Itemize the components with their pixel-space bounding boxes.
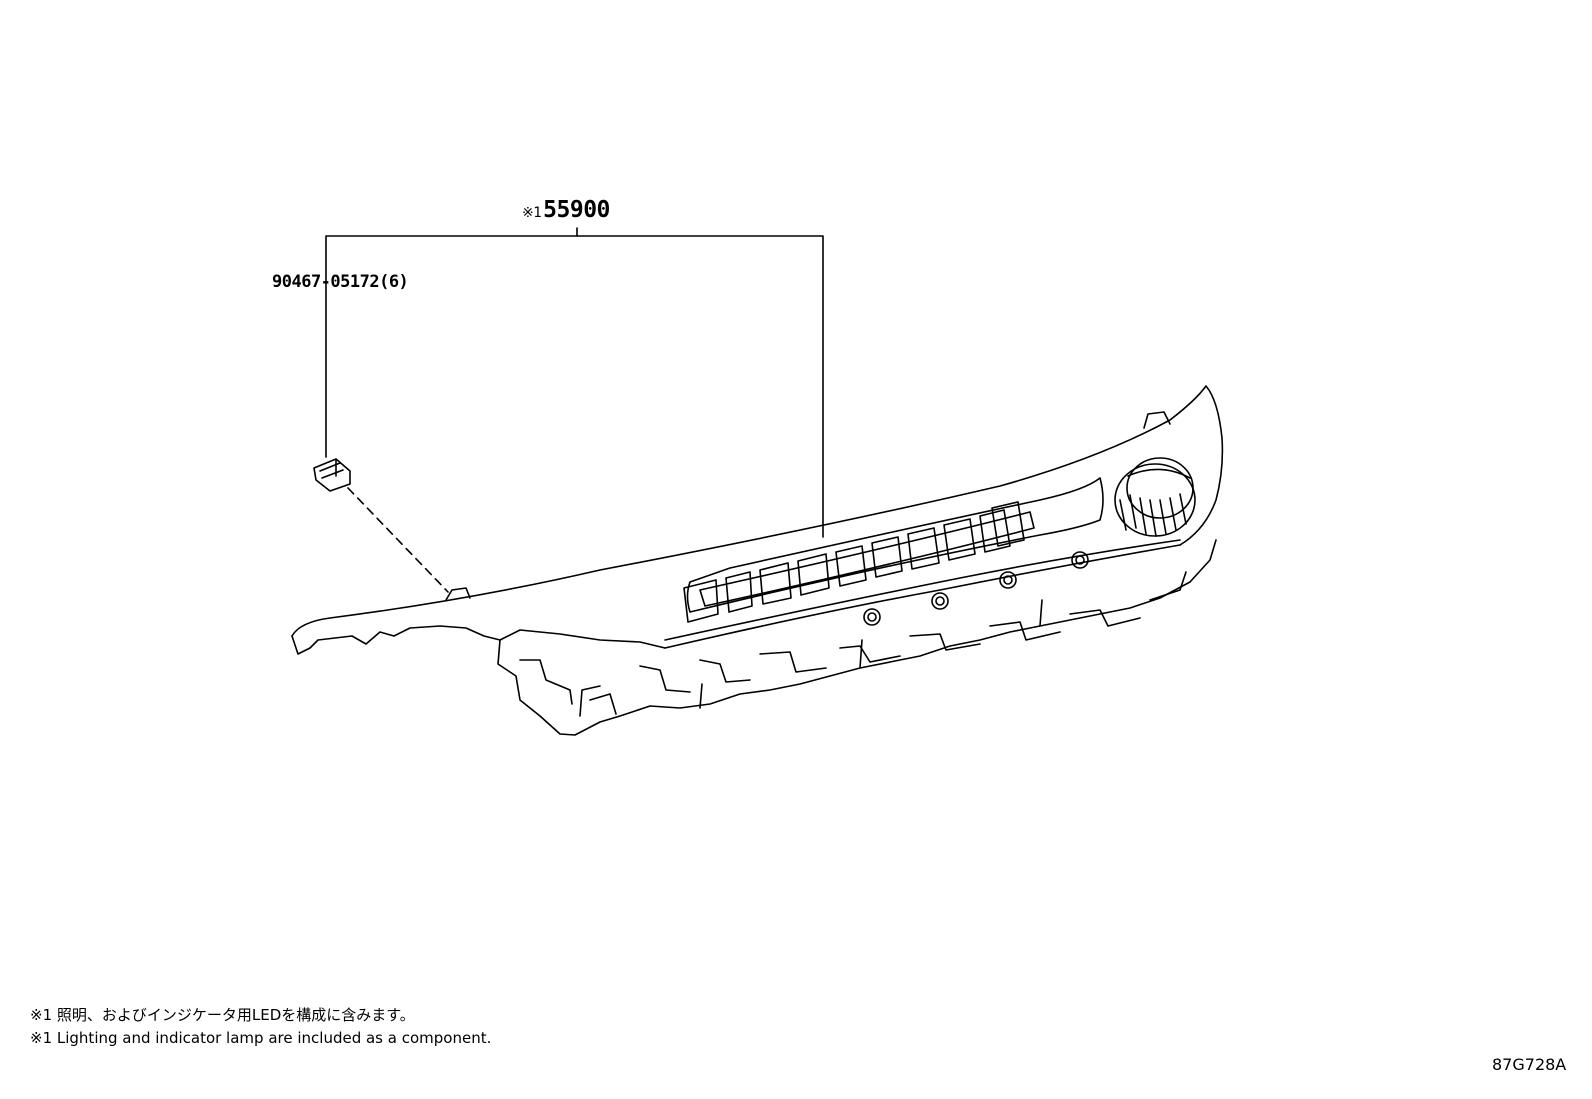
lower-bracket <box>497 539 1217 736</box>
footnote-japanese: ※1 照明、およびインジケータ用LEDを構成に含みます。 <box>30 1006 415 1024</box>
switch-panel-icon <box>291 385 1224 736</box>
switch-buttons <box>683 501 1025 623</box>
part-number-main-value: 55900 <box>543 197 610 223</box>
note-mark: ※1 <box>522 205 542 221</box>
indicator-holes <box>863 551 1089 626</box>
part-number-clip: 90467-05172(6) <box>272 272 409 292</box>
footnote-english: ※1 Lighting and indicator lamp are inclu… <box>30 1029 492 1047</box>
clip-icon <box>313 458 351 492</box>
leader-lines <box>325 227 824 538</box>
knob-icon <box>1114 457 1196 537</box>
drawing-code: 87G728A <box>1492 1055 1567 1074</box>
part-number-main: ※155900 <box>522 197 610 223</box>
clip-dashed-leader <box>347 487 449 593</box>
